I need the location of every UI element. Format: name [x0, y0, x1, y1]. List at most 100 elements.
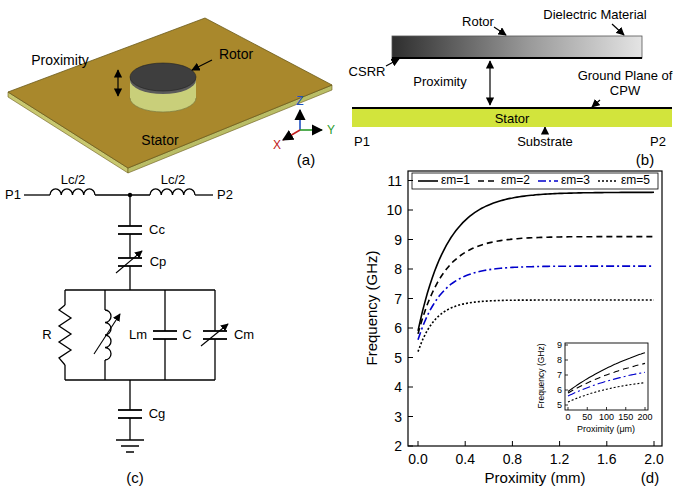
ground-symbol	[116, 439, 144, 441]
tick-mark	[512, 441, 513, 446]
tick-mark	[408, 210, 413, 211]
circuit-wire	[24, 195, 215, 440]
tick-mark	[559, 441, 560, 446]
component-name: Cm	[234, 328, 254, 343]
circuit-wire	[24, 194, 50, 195]
tick-mark	[654, 441, 655, 446]
legend-sample	[418, 180, 438, 182]
resistor-symbol	[59, 305, 71, 365]
leader-line	[386, 59, 399, 66]
circuit-wire	[195, 194, 213, 195]
component-name: Cc	[149, 223, 165, 238]
part-label: CSRR	[349, 65, 386, 80]
leader-line	[612, 24, 624, 35]
tick-mark	[408, 239, 413, 240]
legend-box	[412, 173, 658, 189]
part-label: Ground Plane of CPW	[575, 69, 675, 99]
circuit-wire	[214, 339, 215, 380]
stator-plate-3d	[8, 18, 332, 168]
tick-label: 7	[557, 370, 562, 380]
proximity-arrow	[489, 61, 490, 105]
stator-plate-3d	[8, 18, 332, 173]
part-label: Proximity	[31, 52, 89, 68]
tick-mark	[408, 387, 413, 388]
component-name: Cg	[149, 407, 166, 422]
inset-frame	[565, 343, 648, 410]
circuit-wire	[214, 290, 215, 331]
circuit-wire	[129, 266, 130, 290]
tick-label: 2	[394, 438, 402, 454]
port-name: P2	[217, 188, 233, 203]
circuit-wire	[95, 194, 150, 195]
leader-line	[494, 27, 506, 35]
tick-mark	[408, 328, 413, 329]
component-name: R	[42, 328, 51, 343]
tick-mark	[565, 360, 568, 361]
tick-label: 9	[557, 340, 562, 350]
component-name: Lm	[129, 328, 147, 343]
tick-label: 4	[394, 379, 402, 395]
tick-mark	[565, 345, 568, 346]
legend-text: εm=1	[441, 174, 470, 188]
tick-mark	[408, 357, 413, 358]
axis-title: Proximity (mm)	[485, 469, 586, 486]
tick-label: 200	[637, 412, 652, 422]
component-name: Lc/2	[61, 173, 86, 188]
frequency-curve	[418, 300, 654, 352]
axis-triad	[300, 129, 322, 131]
rotor-bar	[392, 36, 642, 58]
tick-label: 0.0	[408, 451, 427, 467]
capacitor-symbol	[118, 417, 142, 419]
node-text: Stator	[495, 111, 530, 126]
tick-label: 8	[557, 355, 562, 365]
inset-curve	[568, 383, 645, 402]
tick-label: 9	[394, 231, 402, 247]
tick-mark	[408, 269, 413, 270]
tick-label: 5	[394, 349, 402, 365]
tick-label: 0	[565, 412, 570, 422]
capacitor-symbol	[118, 225, 142, 227]
capacitor-symbol	[203, 330, 227, 332]
axis-triad	[299, 110, 301, 130]
tick-label: 50	[582, 412, 592, 422]
circuit-wire	[64, 290, 65, 305]
legend-text: εm=2	[501, 174, 530, 188]
tick-mark	[606, 407, 607, 410]
circuit-wire	[164, 339, 165, 380]
tick-mark	[465, 441, 466, 446]
capacitor-symbol	[118, 257, 142, 259]
tick-label: 150	[618, 412, 633, 422]
axis-title: Frequency (GHz)	[537, 343, 547, 408]
variable-arrow	[116, 251, 228, 346]
capacitor-symbol	[153, 338, 177, 340]
legend-sample	[478, 180, 498, 182]
chart-curves	[408, 181, 654, 447]
capacitor-symbol	[118, 409, 142, 411]
leader-line	[592, 100, 600, 107]
frequency-curve	[418, 237, 654, 334]
tick-label: 1.6	[597, 451, 616, 467]
tick-mark	[625, 407, 626, 410]
ground-symbol	[116, 440, 144, 452]
leader-line	[544, 127, 545, 133]
part-label: Stator	[141, 132, 178, 148]
tick-label: 1.2	[550, 451, 569, 467]
axis-name: X	[273, 139, 281, 153]
ground-symbol	[121, 445, 139, 447]
part-label: Dielectric Material	[543, 8, 646, 23]
tick-mark	[418, 441, 419, 446]
variable-arrow	[94, 314, 120, 354]
rotor-disc-3d	[130, 63, 196, 91]
part-label: Rotor	[219, 46, 253, 62]
axis-triad	[283, 110, 322, 140]
variable-arrow	[116, 251, 142, 273]
frequency-curve	[418, 266, 654, 340]
tick-mark	[565, 405, 568, 406]
tick-label: 10	[386, 202, 402, 218]
legend-sample	[598, 180, 618, 182]
capacitor-symbol	[118, 226, 227, 418]
circuit-wire	[129, 418, 130, 440]
